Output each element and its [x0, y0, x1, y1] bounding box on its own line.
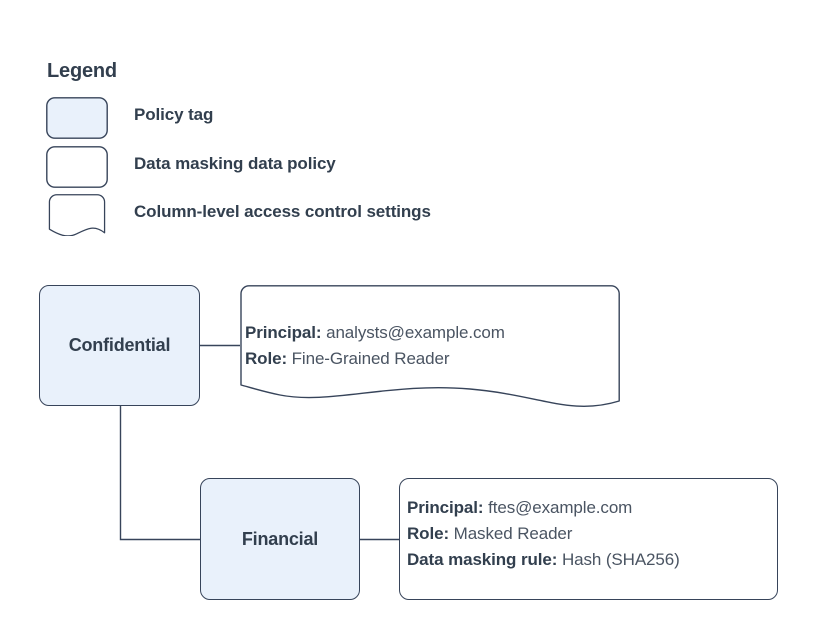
- callout-value-role: Fine-Grained Reader: [291, 349, 450, 368]
- callout-line-masking-rule: Data masking rule: Hash (SHA256): [407, 547, 680, 573]
- callout-label-role: Role:: [245, 349, 288, 368]
- callout-confidential-policy[interactable]: [240, 285, 621, 410]
- callout-value-principal: analysts@example.com: [326, 323, 505, 342]
- legend-label-policy-tag: Policy tag: [134, 105, 214, 124]
- callout-confidential-shape: [240, 285, 620, 407]
- node-financial[interactable]: Financial: [200, 478, 360, 600]
- callout-confidential-policy-text: Principal: analysts@example.com Role: Fi…: [245, 320, 505, 372]
- data-masking-policy-swatch-icon: [46, 146, 108, 188]
- callout-financial-policy[interactable]: [399, 478, 778, 600]
- legend-item-column-level-access: Column-level access control settings: [46, 194, 606, 238]
- legend-label-data-masking-policy: Data masking data policy: [134, 154, 336, 173]
- node-confidential[interactable]: Confidential: [39, 285, 200, 406]
- legend-title: Legend: [47, 60, 117, 82]
- callout-value-masking-rule: Hash (SHA256): [561, 550, 680, 569]
- legend-item-policy-tag: Policy tag: [46, 97, 606, 141]
- legend-item-data-masking-policy: Data masking data policy: [46, 146, 606, 190]
- callout-label-role: Role:: [407, 524, 450, 543]
- policy-tag-swatch-icon: [46, 97, 108, 139]
- callout-line-role: Role: Fine-Grained Reader: [245, 346, 505, 372]
- callout-line-principal: Principal: ftes@example.com: [407, 495, 680, 521]
- callout-line-role: Role: Masked Reader: [407, 521, 680, 547]
- callout-label-principal: Principal:: [245, 323, 322, 342]
- callout-line-principal: Principal: analysts@example.com: [245, 320, 505, 346]
- column-level-access-swatch-icon: [48, 194, 106, 236]
- legend-label-column-level-access: Column-level access control settings: [134, 202, 431, 221]
- callout-value-principal: ftes@example.com: [488, 498, 633, 517]
- node-financial-label: Financial: [241, 528, 319, 549]
- node-confidential-label: Confidential: [68, 335, 171, 355]
- callout-financial-policy-text: Principal: ftes@example.com Role: Masked…: [407, 495, 680, 573]
- callout-label-masking-rule: Data masking rule:: [407, 550, 558, 569]
- callout-label-principal: Principal:: [407, 498, 484, 517]
- callout-value-role: Masked Reader: [453, 524, 573, 543]
- connector-confidential-to-financial: [119, 406, 200, 541]
